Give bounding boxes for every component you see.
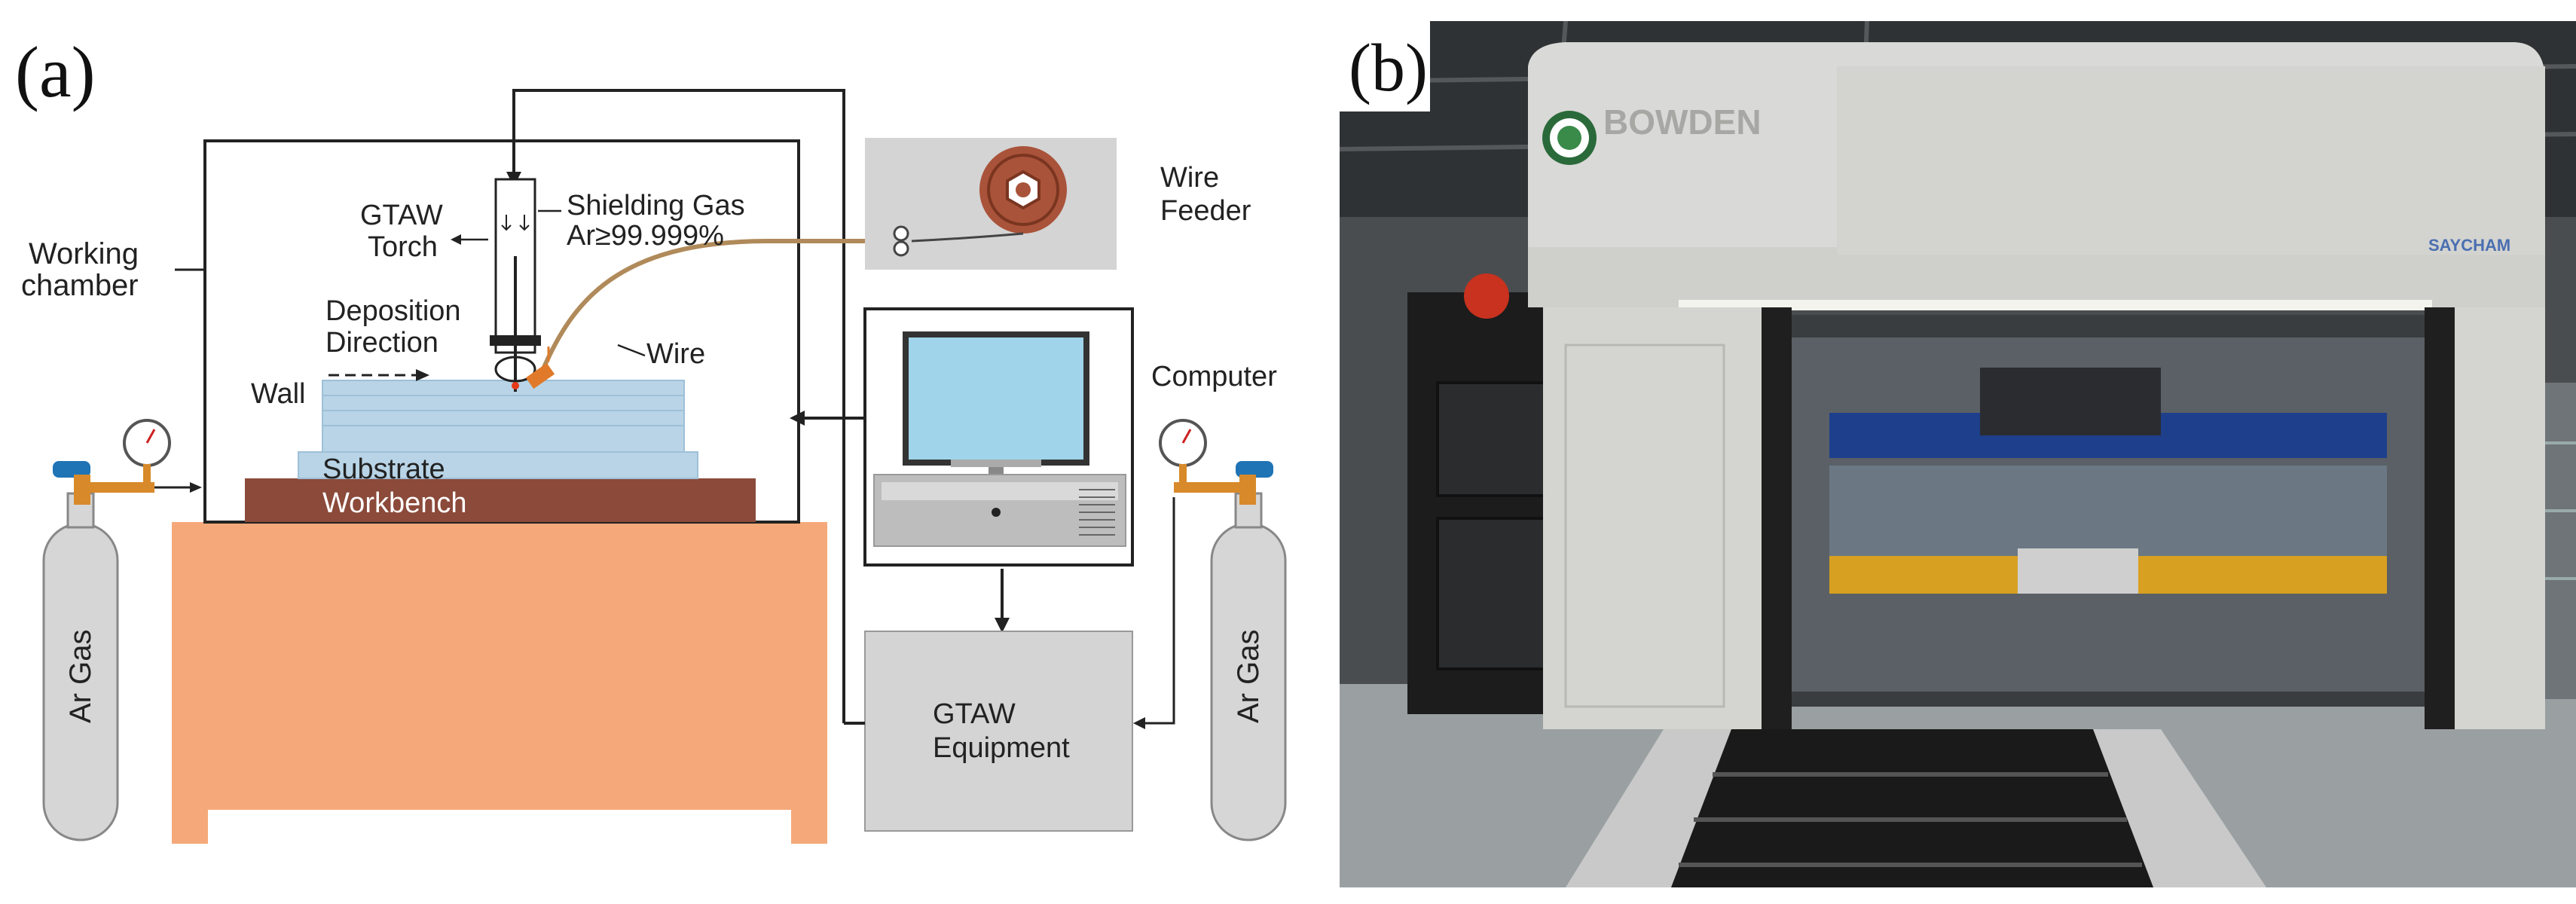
panel-b-photo: BOWDEN SAYCHAM (b) xyxy=(1340,21,2576,887)
workbench xyxy=(245,478,756,522)
wire-feeder-label-2: Feeder xyxy=(1160,195,1251,227)
workbench-label: Workbench xyxy=(322,487,467,519)
wire-label-pointer xyxy=(617,344,646,357)
panel-b-tag: (b) xyxy=(1349,31,1428,105)
gtaw-equipment-box xyxy=(864,631,1133,832)
shielding-gas-label-1: Shielding Gas xyxy=(567,190,745,221)
gtaw-equipment-label-2: Equipment xyxy=(933,732,1070,764)
working-chamber-label-1: Working xyxy=(29,237,139,270)
wall-label: Wall xyxy=(251,378,305,410)
rails xyxy=(1566,729,2266,887)
am-machine: BOWDEN SAYCHAM xyxy=(1528,42,2545,729)
gtaw-equipment-label-1: GTAW xyxy=(933,698,1016,730)
work-table xyxy=(172,522,827,844)
computer-label: Computer xyxy=(1151,361,1277,392)
computer xyxy=(863,307,1134,567)
deposition-label-2: Direction xyxy=(325,327,439,359)
wire-feeder-label-1: Wire xyxy=(1160,162,1219,194)
ar-gas-cylinder-left xyxy=(42,419,202,841)
wire-label: Wire xyxy=(646,338,705,370)
substrate-label: Substrate xyxy=(322,454,445,485)
working-chamber-label-2: chamber xyxy=(21,269,139,302)
gtaw-torch-label-2: Torch xyxy=(368,231,438,263)
ar-gas-left-label: Ar Gas xyxy=(64,630,97,723)
deposition-arrow xyxy=(328,369,429,381)
shielding-gas-label-2: Ar≥99.999% xyxy=(567,220,724,252)
substrate-wall-stack xyxy=(298,380,698,479)
machine-brand: BOWDEN xyxy=(1603,102,1762,142)
ar-gas-right-label: Ar Gas xyxy=(1232,630,1265,723)
wire-feeder xyxy=(865,138,1117,270)
gtaw-torch xyxy=(451,178,561,392)
wire-nozzle xyxy=(525,347,555,389)
panel-a-schematic: (a) Workbench Substrate Wall xyxy=(15,32,1287,844)
gtaw-torch-label-1: GTAW xyxy=(360,200,443,231)
deposition-label-1: Deposition xyxy=(325,295,461,327)
machine-maker: SAYCHAM xyxy=(2428,236,2510,255)
ar-gas-cylinder-right xyxy=(1133,419,1287,841)
wire-path xyxy=(540,238,912,372)
panel-a-tag: (a) xyxy=(15,32,96,112)
